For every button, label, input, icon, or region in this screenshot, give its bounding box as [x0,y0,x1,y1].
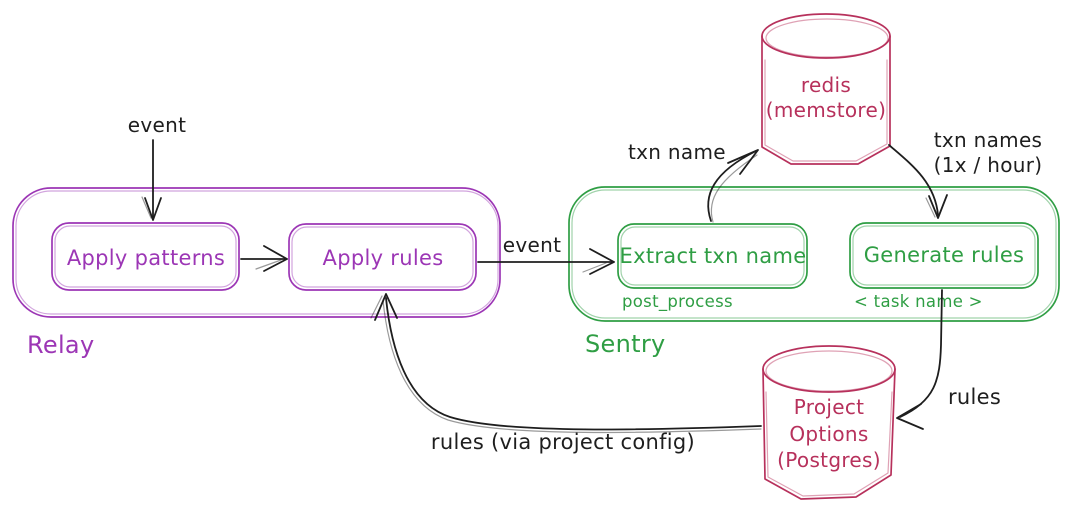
apply-patterns-box-sketch [54,225,237,288]
project-options-label-line2: Options [789,422,868,446]
sentry-container [568,186,1060,322]
generate-rules-label: Generate rules [864,243,1025,267]
redis-label-line1: redis [801,73,851,97]
relay-group: Relay Apply patterns Apply rules [12,187,501,359]
post-process-sublabel: post_process [622,292,733,312]
redis-label-line2: (memstore) [766,98,886,122]
arrow-rules-line [899,289,943,418]
sentry-group: Sentry Extract txn name post_process Gen… [568,186,1060,358]
arrow-txn-names-head-sketch [925,197,936,218]
redis-cylinder-body [761,35,891,165]
arrow-rules-via-config-line-sketch [382,299,762,434]
arrow-patterns-to-rules [240,245,288,272]
arrow-txn-name-head [727,149,759,175]
arrow-event-in-head [144,197,162,221]
relay-container [12,187,501,318]
generate-rules-box-sketch [852,225,1036,286]
task-name-sublabel: < task name > [854,292,983,311]
arrow-relay-to-sentry: event [477,233,615,275]
txn-names-label-line1: txn names [934,128,1043,152]
txn-name-label: txn name [628,140,726,164]
apply-rules-label: Apply rules [323,246,444,270]
event-in-label: event [128,113,186,137]
rules-label: rules [948,385,1001,409]
apply-rules-box-sketch [291,226,474,288]
project-options-cylinder-top-sketch [765,350,893,392]
arrow-patterns-to-rules-head-sketch [255,259,282,270]
arrow-relay-to-sentry-head [589,248,615,275]
txn-names-label-line2: (1x / hour) [934,153,1043,177]
project-options-cylinder: Project Options (Postgres) [762,345,896,500]
project-options-cylinder-body [762,368,896,500]
project-options-label-line3: (Postgres) [777,448,881,472]
sentry-container-sketch [571,189,1057,319]
arrow-txn-name: txn name [628,140,759,223]
arrow-rules: rules [896,289,1001,430]
rules-via-config-label: rules (via project config) [431,430,695,454]
arrow-patterns-to-rules-head [263,245,288,272]
apply-patterns-box [51,222,240,291]
event-mid-label: event [503,233,561,257]
extract-txn-name-box [617,223,808,289]
arrow-rules-via-config-line [385,297,762,431]
apply-patterns-label: Apply patterns [67,246,225,270]
extract-txn-name-box-sketch [620,226,805,286]
arrow-rules-via-config: rules (via project config) [370,293,762,454]
arrow-rules-via-config-head-sketch [370,295,383,319]
arrow-txn-names-line [888,144,939,216]
redis-cylinder-top-sketch [765,18,889,58]
relay-label: Relay [27,331,94,359]
arrow-event-in: event [128,113,186,221]
generate-rules-box [849,222,1039,289]
arrow-txn-name-line [707,150,757,222]
arrow-txn-name-line-sketch [710,154,758,223]
arrow-relay-to-sentry-head-sketch [582,262,607,273]
arrow-event-in-head-sketch [141,196,152,219]
redis-cylinder-body-sketch [764,59,888,162]
redis-cylinder: redis (memstore) [761,13,891,165]
extract-txn-name-label: Extract txn name [620,244,807,268]
sentry-label: Sentry [585,330,666,358]
apply-rules-box [288,223,477,291]
project-options-label-line1: Project [794,395,865,419]
relay-container-sketch [15,190,499,315]
arrow-txn-names: txn names (1x / hour) [888,128,1043,219]
arrow-rules-head [896,403,924,430]
project-options-cylinder-body-sketch [765,391,893,497]
arrow-txn-names-head [928,194,948,219]
arrow-rules-via-config-head [374,293,398,321]
